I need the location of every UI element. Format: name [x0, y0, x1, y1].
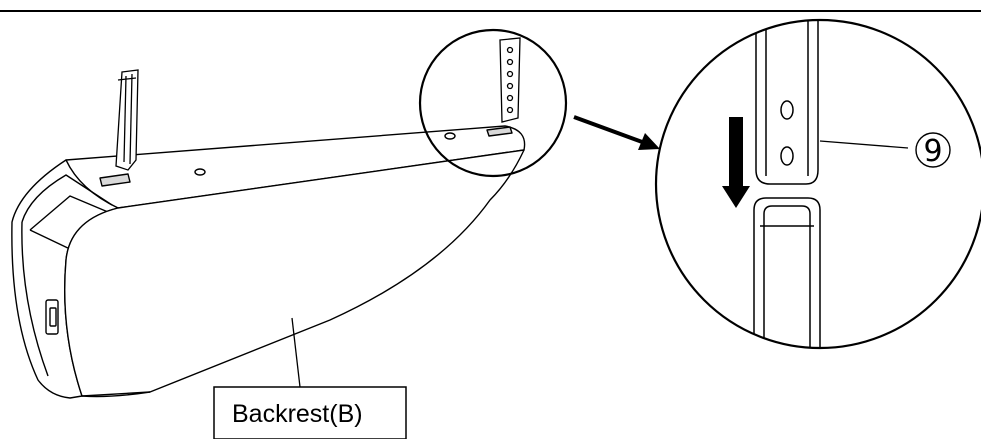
down-arrow-icon — [722, 117, 750, 208]
backrest-body — [11, 125, 526, 399]
backrest-label: Backrest(B) — [232, 400, 363, 428]
lower-tube — [753, 197, 821, 348]
callout-number: 9 — [923, 134, 942, 169]
detail-small-circle — [418, 28, 568, 178]
backrest-label-box — [213, 386, 407, 439]
backrest-leader-line — [291, 317, 301, 388]
upper-tube — [755, 20, 819, 185]
detail-view — [753, 20, 821, 348]
right-post-tube — [499, 37, 521, 123]
callout-circle — [915, 132, 951, 168]
detail-large-circle — [654, 18, 981, 350]
callout-leader-line — [819, 140, 909, 149]
left-post-tube — [115, 69, 139, 171]
pointer-arrow — [573, 115, 660, 150]
